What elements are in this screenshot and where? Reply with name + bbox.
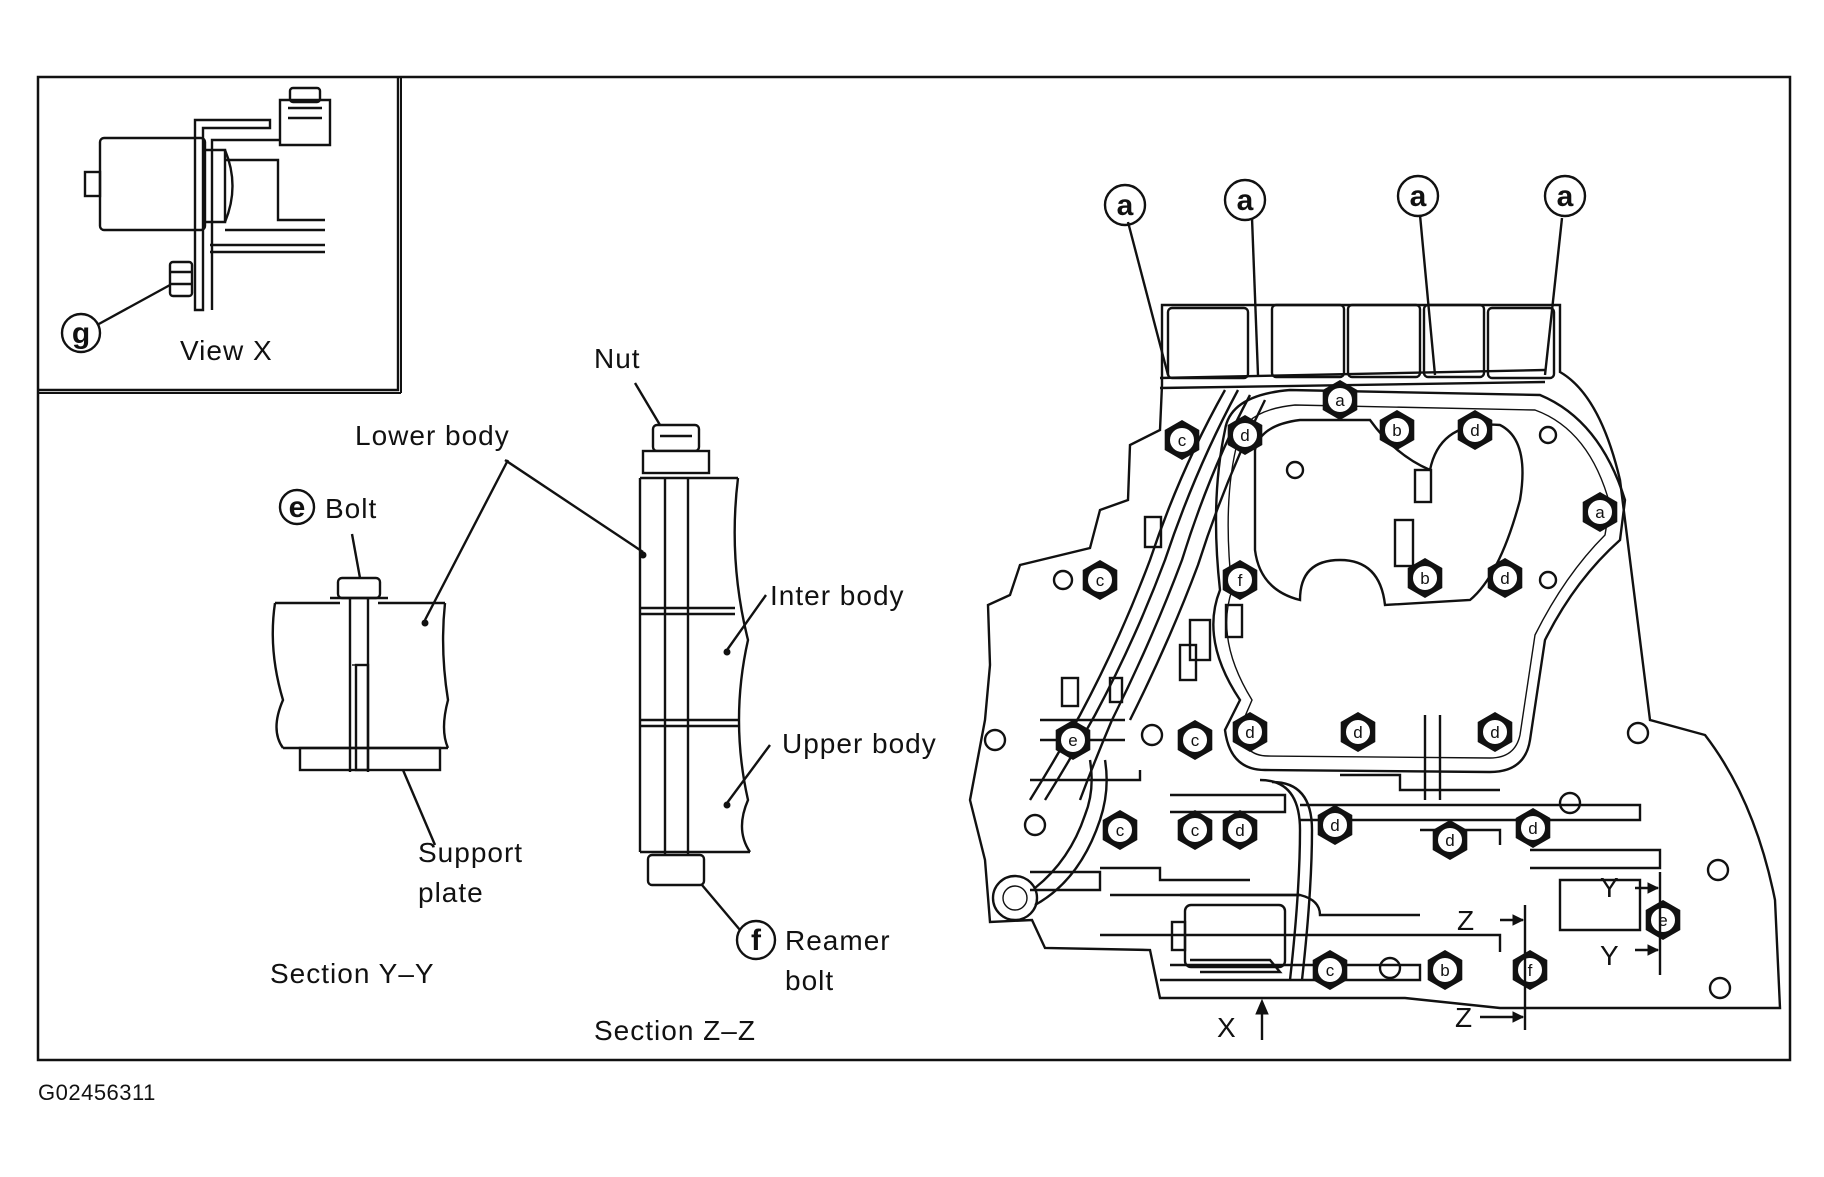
z-mark-upper: Z [1457,905,1475,936]
section-yy-title: Section Y–Y [270,958,435,989]
figure-code: G02456311 [38,1080,156,1105]
valve-body-bolt: a [1582,492,1618,532]
section-markers: Y Y Z Z X [1217,872,1662,1043]
callout-g: g [72,317,90,350]
valve-body-bolt: e [1645,900,1681,940]
nut-label: Nut [594,343,641,374]
bolt-letter: e [1068,731,1077,750]
reamer-label-2: bolt [785,965,834,996]
valve-body-bolts: a b d c d a f b d c e c d d d c c d d d d e c b f [1055,380,1681,990]
lower-body-label: Lower body [355,420,510,451]
callout-a-2: a [1237,184,1254,217]
bolt-letter: d [1445,831,1454,850]
valve-body-bolt: d [1432,820,1468,860]
support-plate-label-1: Support [418,837,523,868]
callout-a-4: a [1557,180,1574,213]
bolt-letter: d [1490,723,1499,742]
bolt-letter: d [1235,821,1244,840]
support-plate-label-2: plate [418,877,484,908]
valve-body-bolt: b [1379,410,1415,450]
y-mark-upper: Y [1600,872,1620,903]
valve-body-bolt: d [1487,558,1523,598]
reamer-label-1: Reamer [785,925,891,956]
bolt-letter: d [1528,819,1537,838]
bolt-letter: c [1191,821,1200,840]
view-x-arrow-label: X [1217,1012,1237,1043]
top-a-callouts: a a a a [1103,174,1587,376]
bolt-letter: b [1440,961,1449,980]
callout-a-3: a [1410,180,1427,213]
valve-body-bolt: c [1177,720,1213,760]
valve-body-bolt: c [1082,560,1118,600]
valve-body-bolt: c [1164,420,1200,460]
valve-body-bolt: d [1227,415,1263,455]
section-zz: Nut Inter body Upper body f Reamer bolt … [504,343,937,1046]
bolt-letter: c [1191,731,1200,750]
view-x-label: View X [180,335,273,366]
bolt-letter: c [1326,961,1335,980]
valve-body-bolt: e [1055,720,1091,760]
bolt-letter: d [1470,421,1479,440]
valve-body-bolt: d [1515,808,1551,848]
bolt-letter: c [1178,431,1187,450]
valve-body-bolt: b [1407,558,1443,598]
valve-body-bolt: a [1322,380,1358,420]
view-x-inset: g View X [38,77,402,394]
bolt-letter: f [1528,961,1533,980]
valve-body-bolt: d [1340,712,1376,752]
valve-body-bolt: f [1222,560,1258,600]
y-mark-lower: Y [1600,940,1620,971]
valve-body-bolt: c [1102,810,1138,850]
valve-body-bolt: f [1512,950,1548,990]
callout-f-reamer: f [751,924,762,957]
inter-body-label: Inter body [770,580,905,611]
bolt-letter: a [1335,391,1345,410]
control-valve-body [968,303,1782,1010]
valve-body-bolt: d [1222,810,1258,850]
valve-body-bolt: d [1232,712,1268,752]
valve-body-bolt: d [1317,805,1353,845]
bolt-letter: f [1238,571,1243,590]
upper-body-label: Upper body [782,728,937,759]
valve-body-bolt: d [1457,410,1493,450]
valve-body-bolt: b [1427,950,1463,990]
valve-body-bolt: c [1312,950,1348,990]
section-yy: e Bolt Lower body Support plate Section … [270,420,523,989]
bolt-letter: d [1353,723,1362,742]
bolt-letter: a [1595,503,1605,522]
bolt-letter: c [1096,571,1105,590]
bolt-letter: d [1330,816,1339,835]
z-mark-lower: Z [1455,1002,1473,1033]
valve-body-bolt: c [1177,810,1213,850]
valve-body-bolt: d [1477,712,1513,752]
section-zz-title: Section Z–Z [594,1015,756,1046]
callout-a-1: a [1117,189,1134,222]
callout-e-bolt: e [289,491,306,524]
bolt-label: Bolt [325,493,377,524]
bolt-letter: e [1658,911,1667,930]
bolt-letter: b [1392,421,1401,440]
bolt-letter: d [1500,569,1509,588]
bolt-letter: c [1116,821,1125,840]
bolt-letter: d [1245,723,1254,742]
bolt-letter: b [1420,569,1429,588]
bolt-letter: d [1240,426,1249,445]
diagram-frame [36,75,1792,1062]
